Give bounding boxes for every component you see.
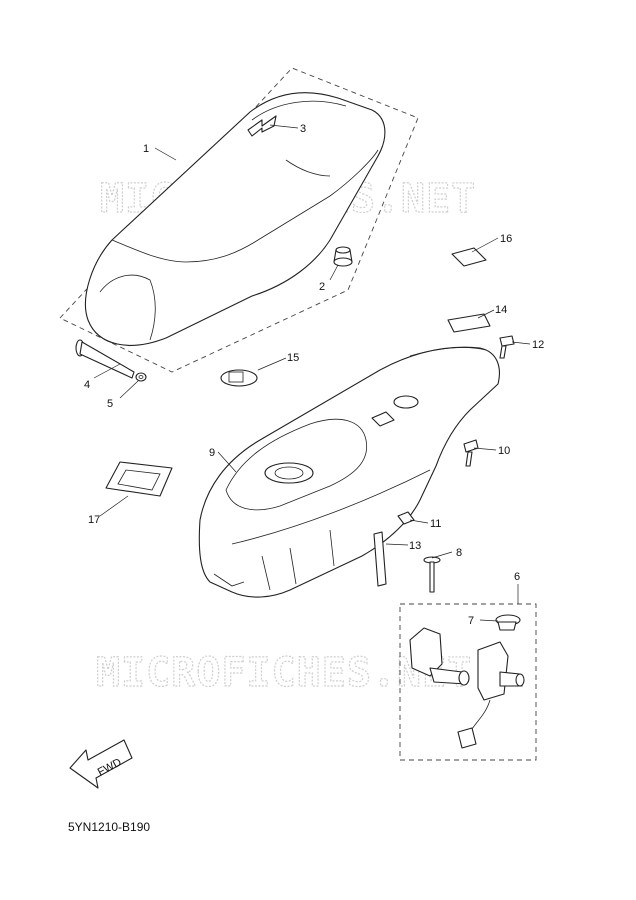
luggage-box-part — [198, 346, 500, 598]
bolt-8-part — [423, 556, 441, 593]
seat-assembly-outline — [59, 67, 419, 373]
callout-17: 17 — [88, 514, 100, 526]
leader-lines — [93, 124, 531, 622]
callout-7: 7 — [468, 615, 474, 627]
fwd-arrow: FWD — [69, 739, 133, 789]
hinge-pin-part — [75, 339, 135, 379]
label-14-part — [447, 313, 491, 333]
callout-13: 13 — [409, 540, 421, 552]
callout-14: 14 — [495, 304, 507, 316]
main-switch-part — [457, 641, 525, 749]
hose-13-part — [373, 531, 387, 587]
callout-16: 16 — [500, 233, 512, 245]
label-17-part — [105, 461, 173, 497]
callout-9: 9 — [209, 447, 215, 459]
seat-emblem-part — [247, 115, 277, 137]
seat-lock-assembly-outline — [399, 603, 537, 761]
callout-2: 2 — [319, 281, 325, 293]
callout-12: 12 — [532, 339, 544, 351]
switch-cap-part — [495, 614, 521, 631]
bolt-12-part — [499, 335, 515, 359]
callout-1: 1 — [143, 143, 149, 155]
callout-11: 11 — [430, 518, 441, 530]
callout-3: 3 — [300, 123, 306, 135]
callout-6: 6 — [514, 571, 520, 583]
seat-damper-part — [333, 246, 353, 267]
callout-10: 10 — [498, 445, 510, 457]
seat-lock-part — [409, 627, 470, 686]
washer-part — [135, 372, 147, 382]
seat-part — [84, 92, 386, 346]
callout-15: 15 — [287, 352, 299, 364]
label-16-part — [451, 247, 487, 267]
bolt-10-part — [463, 439, 479, 467]
watermark-bottom: MICROFICHES.NET — [96, 650, 472, 696]
callout-5: 5 — [107, 398, 113, 410]
callout-8: 8 — [456, 547, 462, 559]
nut-11-part — [397, 511, 415, 525]
callout-4: 4 — [84, 379, 90, 391]
caution-label-15-part — [220, 369, 258, 387]
reference-code: 5YN1210-B190 — [68, 820, 151, 834]
